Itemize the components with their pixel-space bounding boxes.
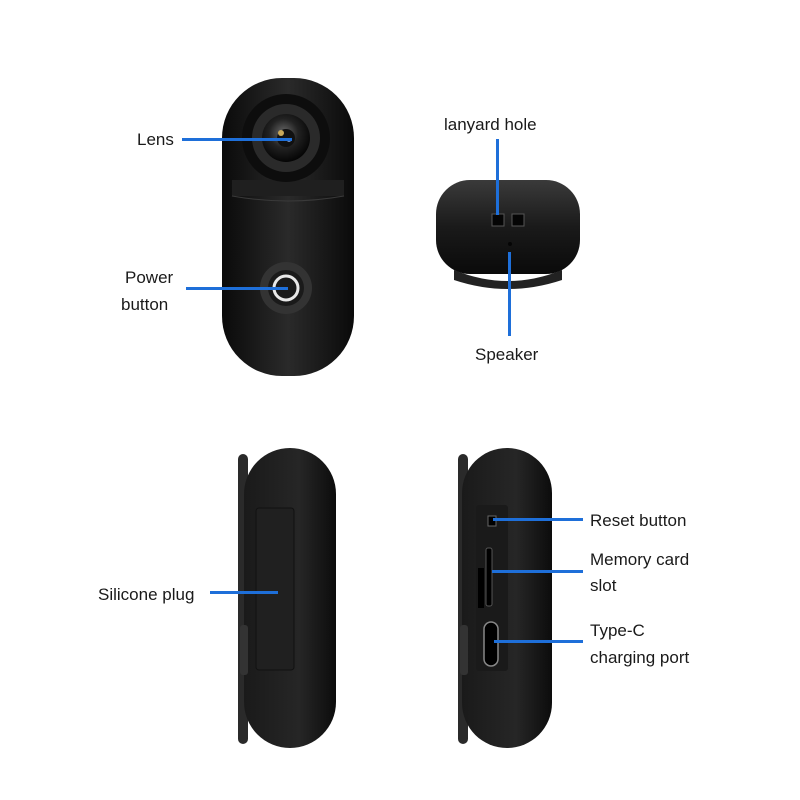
label-memory-line2: slot bbox=[590, 576, 617, 595]
label-power-line2: button bbox=[121, 295, 169, 314]
label-typec-line1: Type-C bbox=[590, 621, 645, 640]
label-silicone-plug: Silicone plug bbox=[98, 585, 195, 604]
label-typec-line2: charging port bbox=[590, 648, 690, 667]
label-lanyard-hole: lanyard hole bbox=[444, 115, 537, 134]
speaker-callout-line bbox=[508, 252, 511, 336]
power-callout-line bbox=[186, 287, 288, 290]
camera-left-side-view bbox=[238, 448, 336, 748]
lens-callout-line bbox=[182, 138, 292, 141]
typec-callout-line bbox=[494, 640, 583, 643]
label-reset-button: Reset button bbox=[590, 511, 687, 530]
label-lens: Lens bbox=[137, 130, 174, 149]
camera-front-view bbox=[222, 78, 354, 376]
reset-callout-line bbox=[493, 518, 583, 521]
camera-top-view bbox=[436, 180, 580, 289]
silicone-callout-line bbox=[210, 591, 278, 594]
label-memory-line1: Memory card bbox=[590, 550, 690, 569]
label-speaker: Speaker bbox=[475, 345, 539, 364]
label-power-line1: Power bbox=[125, 268, 174, 287]
lanyard-callout-line bbox=[496, 139, 499, 215]
camera-right-side-view bbox=[458, 448, 552, 748]
memory-callout-line bbox=[492, 570, 583, 573]
